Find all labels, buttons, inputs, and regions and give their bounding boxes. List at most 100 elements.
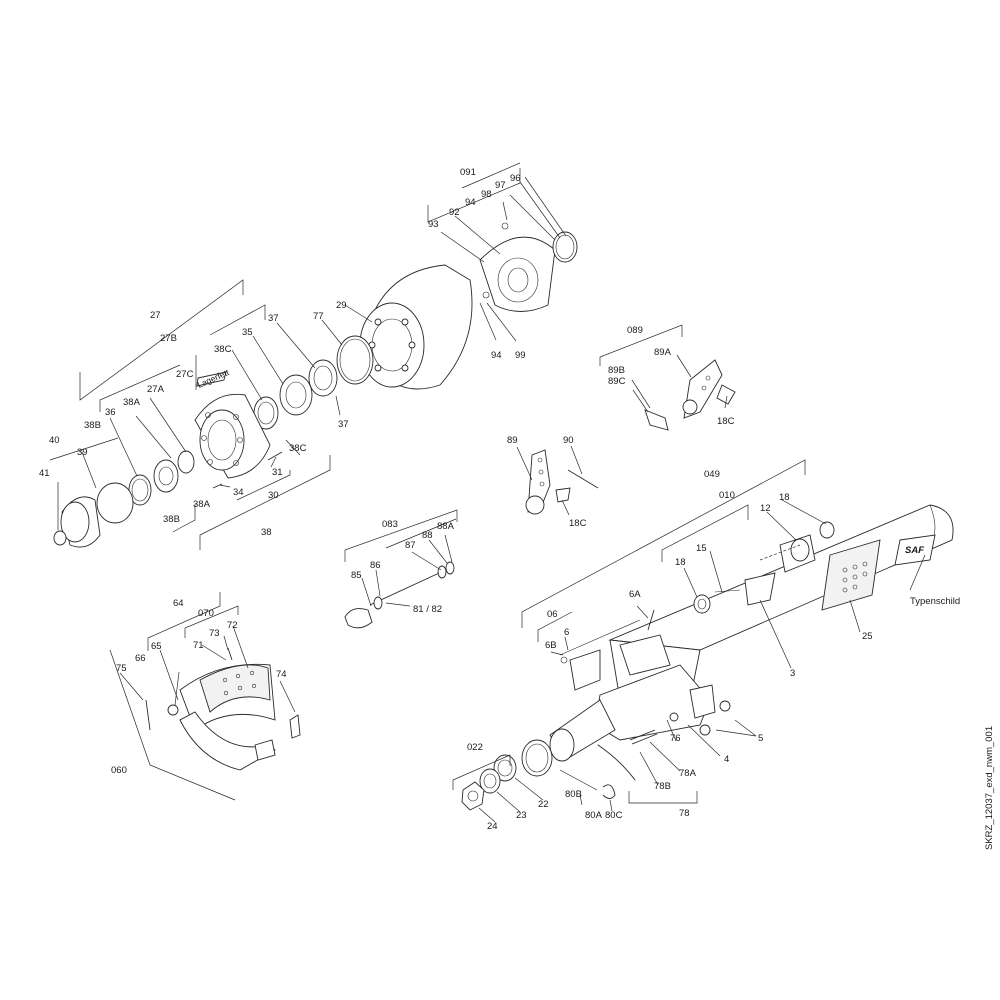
slack-adjuster-89 — [525, 449, 599, 515]
label-96: 96 — [510, 173, 521, 184]
label-89B: 89B — [608, 365, 625, 376]
label-39: 39 — [77, 447, 88, 458]
label-65: 65 — [151, 641, 162, 652]
label-37: 37 — [268, 313, 279, 324]
label-41: 41 — [39, 468, 50, 479]
label-78A: 78A — [679, 768, 697, 779]
label-27: 27 — [150, 310, 161, 321]
label-74: 74 — [276, 669, 287, 680]
ring-77 — [336, 335, 374, 385]
label-94-b: 94 — [491, 350, 502, 361]
label-049: 049 — [704, 469, 720, 480]
label-18C: 18C — [717, 416, 735, 427]
label-38C: 38C — [214, 344, 232, 355]
label-80B: 80B — [565, 789, 582, 800]
label-27C: 27C — [176, 369, 194, 380]
label-97: 97 — [495, 180, 506, 191]
nameplate: SAF — [894, 534, 936, 566]
label-93: 93 — [428, 219, 439, 230]
label-38B: 38B — [84, 420, 101, 431]
label-070: 070 — [198, 608, 214, 619]
plate-25 — [821, 539, 881, 611]
label-18-b: 18 — [675, 557, 686, 568]
label-88A: 88A — [437, 521, 455, 532]
label-38A-b: 38A — [193, 499, 211, 510]
label-18C-b: 18C — [569, 518, 587, 529]
label-73: 73 — [209, 628, 220, 639]
label-6B: 6B — [545, 640, 557, 651]
bolt-6A — [647, 609, 655, 631]
label-38: 38 — [261, 527, 272, 538]
label-091: 091 — [460, 167, 476, 178]
bracket-assembly-010 — [693, 521, 835, 614]
label-92: 92 — [449, 207, 460, 218]
bearing-36 — [96, 450, 195, 524]
lower-small-parts — [461, 729, 658, 811]
label-15: 15 — [696, 543, 707, 554]
wheel-hub-27 — [194, 371, 271, 479]
label-89: 89 — [507, 435, 518, 446]
label-80A: 80A — [585, 810, 603, 821]
brake-shoes-060 — [145, 647, 301, 771]
label-78B: 78B — [654, 781, 671, 792]
bearing-37 — [279, 359, 338, 416]
label-31: 31 — [272, 467, 283, 478]
label-90: 90 — [563, 435, 574, 446]
label-89C: 89C — [608, 376, 626, 387]
label-lagerfett: Lagerfett — [196, 367, 231, 390]
spindle-knuckle — [549, 634, 731, 762]
label-85: 85 — [351, 570, 362, 581]
camshaft-083 — [344, 561, 455, 629]
label-38B-b: 38B — [163, 514, 180, 525]
label-77: 77 — [313, 311, 324, 322]
label-38A: 38A — [123, 397, 141, 408]
label-80C: 80C — [605, 810, 623, 821]
label-3: 3 — [790, 668, 795, 679]
label-35: 35 — [242, 327, 253, 338]
label-27B: 27B — [160, 333, 177, 344]
drawing-id: SKRZ_12037_exd_nwm_001 — [984, 726, 995, 850]
label-40: 40 — [49, 435, 60, 446]
part-labels: 091 96 97 98 94 92 93 94 99 29 77 37 35 … — [39, 167, 960, 832]
label-89A: 89A — [654, 347, 672, 358]
label-022: 022 — [467, 742, 483, 753]
label-72: 72 — [227, 620, 238, 631]
label-22: 22 — [538, 799, 549, 810]
label-30: 30 — [268, 490, 279, 501]
label-27A: 27A — [147, 384, 165, 395]
label-81-82: 81 / 82 — [413, 604, 442, 615]
label-5: 5 — [758, 733, 763, 744]
brake-drum-29 — [359, 264, 473, 390]
label-78: 78 — [679, 808, 690, 819]
label-66: 66 — [135, 653, 146, 664]
label-76: 76 — [670, 733, 681, 744]
label-089: 089 — [627, 325, 643, 336]
bracket-lines — [49, 162, 926, 823]
label-6: 6 — [564, 627, 569, 638]
label-86: 86 — [370, 560, 381, 571]
label-typenschild: Typenschild — [910, 596, 960, 607]
label-38C-b: 38C — [289, 443, 307, 454]
label-060: 060 — [111, 765, 127, 776]
label-23: 23 — [516, 810, 527, 821]
label-34: 34 — [233, 487, 244, 498]
label-94: 94 — [465, 197, 476, 208]
label-75: 75 — [116, 663, 127, 674]
label-99: 99 — [515, 350, 526, 361]
label-4: 4 — [724, 754, 729, 765]
hub-cap-41 — [53, 496, 101, 548]
label-083: 083 — [382, 519, 398, 530]
label-98: 98 — [481, 189, 492, 200]
label-18: 18 — [779, 492, 790, 503]
nameplate-brand: SAF — [905, 545, 924, 556]
slack-adjuster-089 — [644, 359, 736, 431]
small-bolts-30-31-34 — [212, 451, 283, 489]
label-24: 24 — [487, 821, 498, 832]
label-37-b: 37 — [338, 419, 349, 430]
label-010: 010 — [719, 490, 735, 501]
label-6A: 6A — [629, 589, 641, 600]
label-87: 87 — [405, 540, 416, 551]
label-64: 64 — [173, 598, 184, 609]
label-12: 12 — [760, 503, 771, 514]
